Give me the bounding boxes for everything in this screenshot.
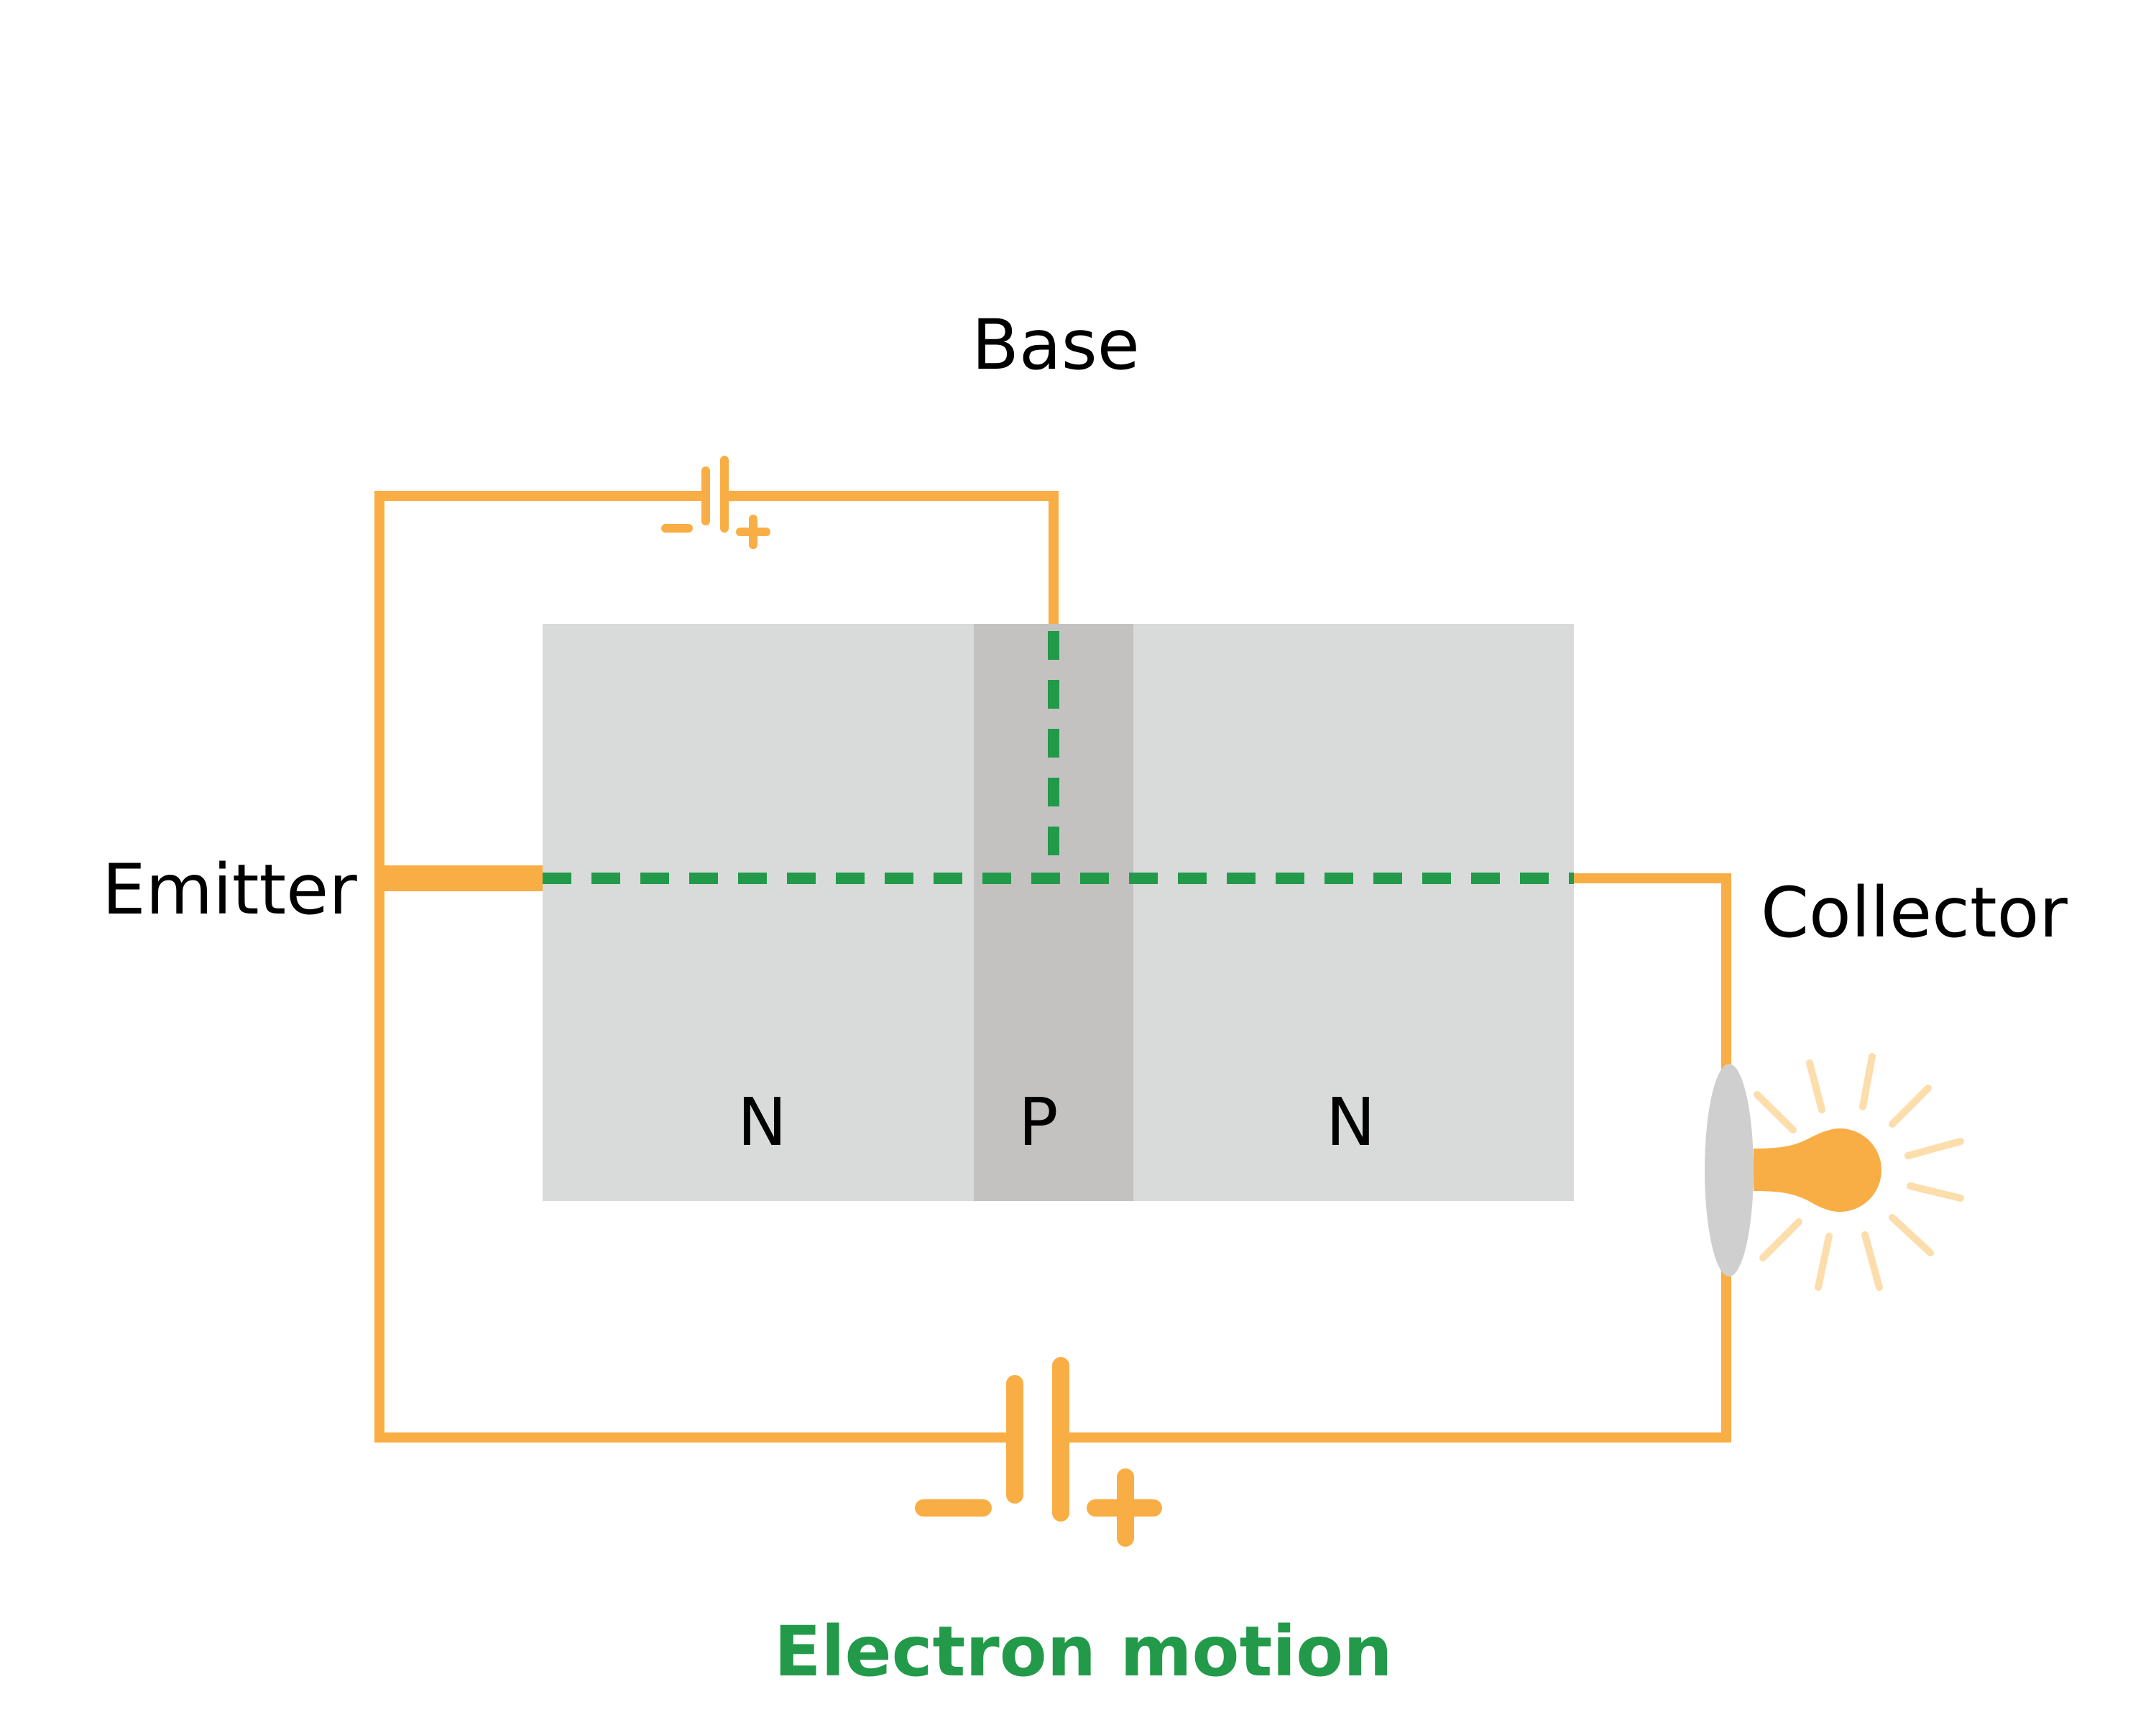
- emitter-lead: [374, 865, 543, 891]
- emitter-label: Emitter: [102, 850, 357, 930]
- electron-path: [543, 631, 1574, 884]
- n-region-collector: [1133, 624, 1574, 1201]
- electron-motion-caption: Electron motion: [774, 1611, 1393, 1692]
- base-battery-icon: [661, 456, 770, 549]
- base-circuit-wire: [374, 491, 1059, 878]
- light-bulb-icon: [1705, 1053, 1964, 1291]
- n-region-collector-label: N: [1326, 1084, 1376, 1161]
- collector-label: Collector: [1761, 873, 2068, 953]
- p-region-label: P: [1018, 1084, 1059, 1161]
- p-region-base: [974, 624, 1133, 1201]
- base-label: Base: [972, 305, 1140, 385]
- main-battery-icon: [915, 1357, 1162, 1547]
- n-region-emitter-label: N: [737, 1084, 787, 1161]
- n-region-emitter: [543, 624, 974, 1201]
